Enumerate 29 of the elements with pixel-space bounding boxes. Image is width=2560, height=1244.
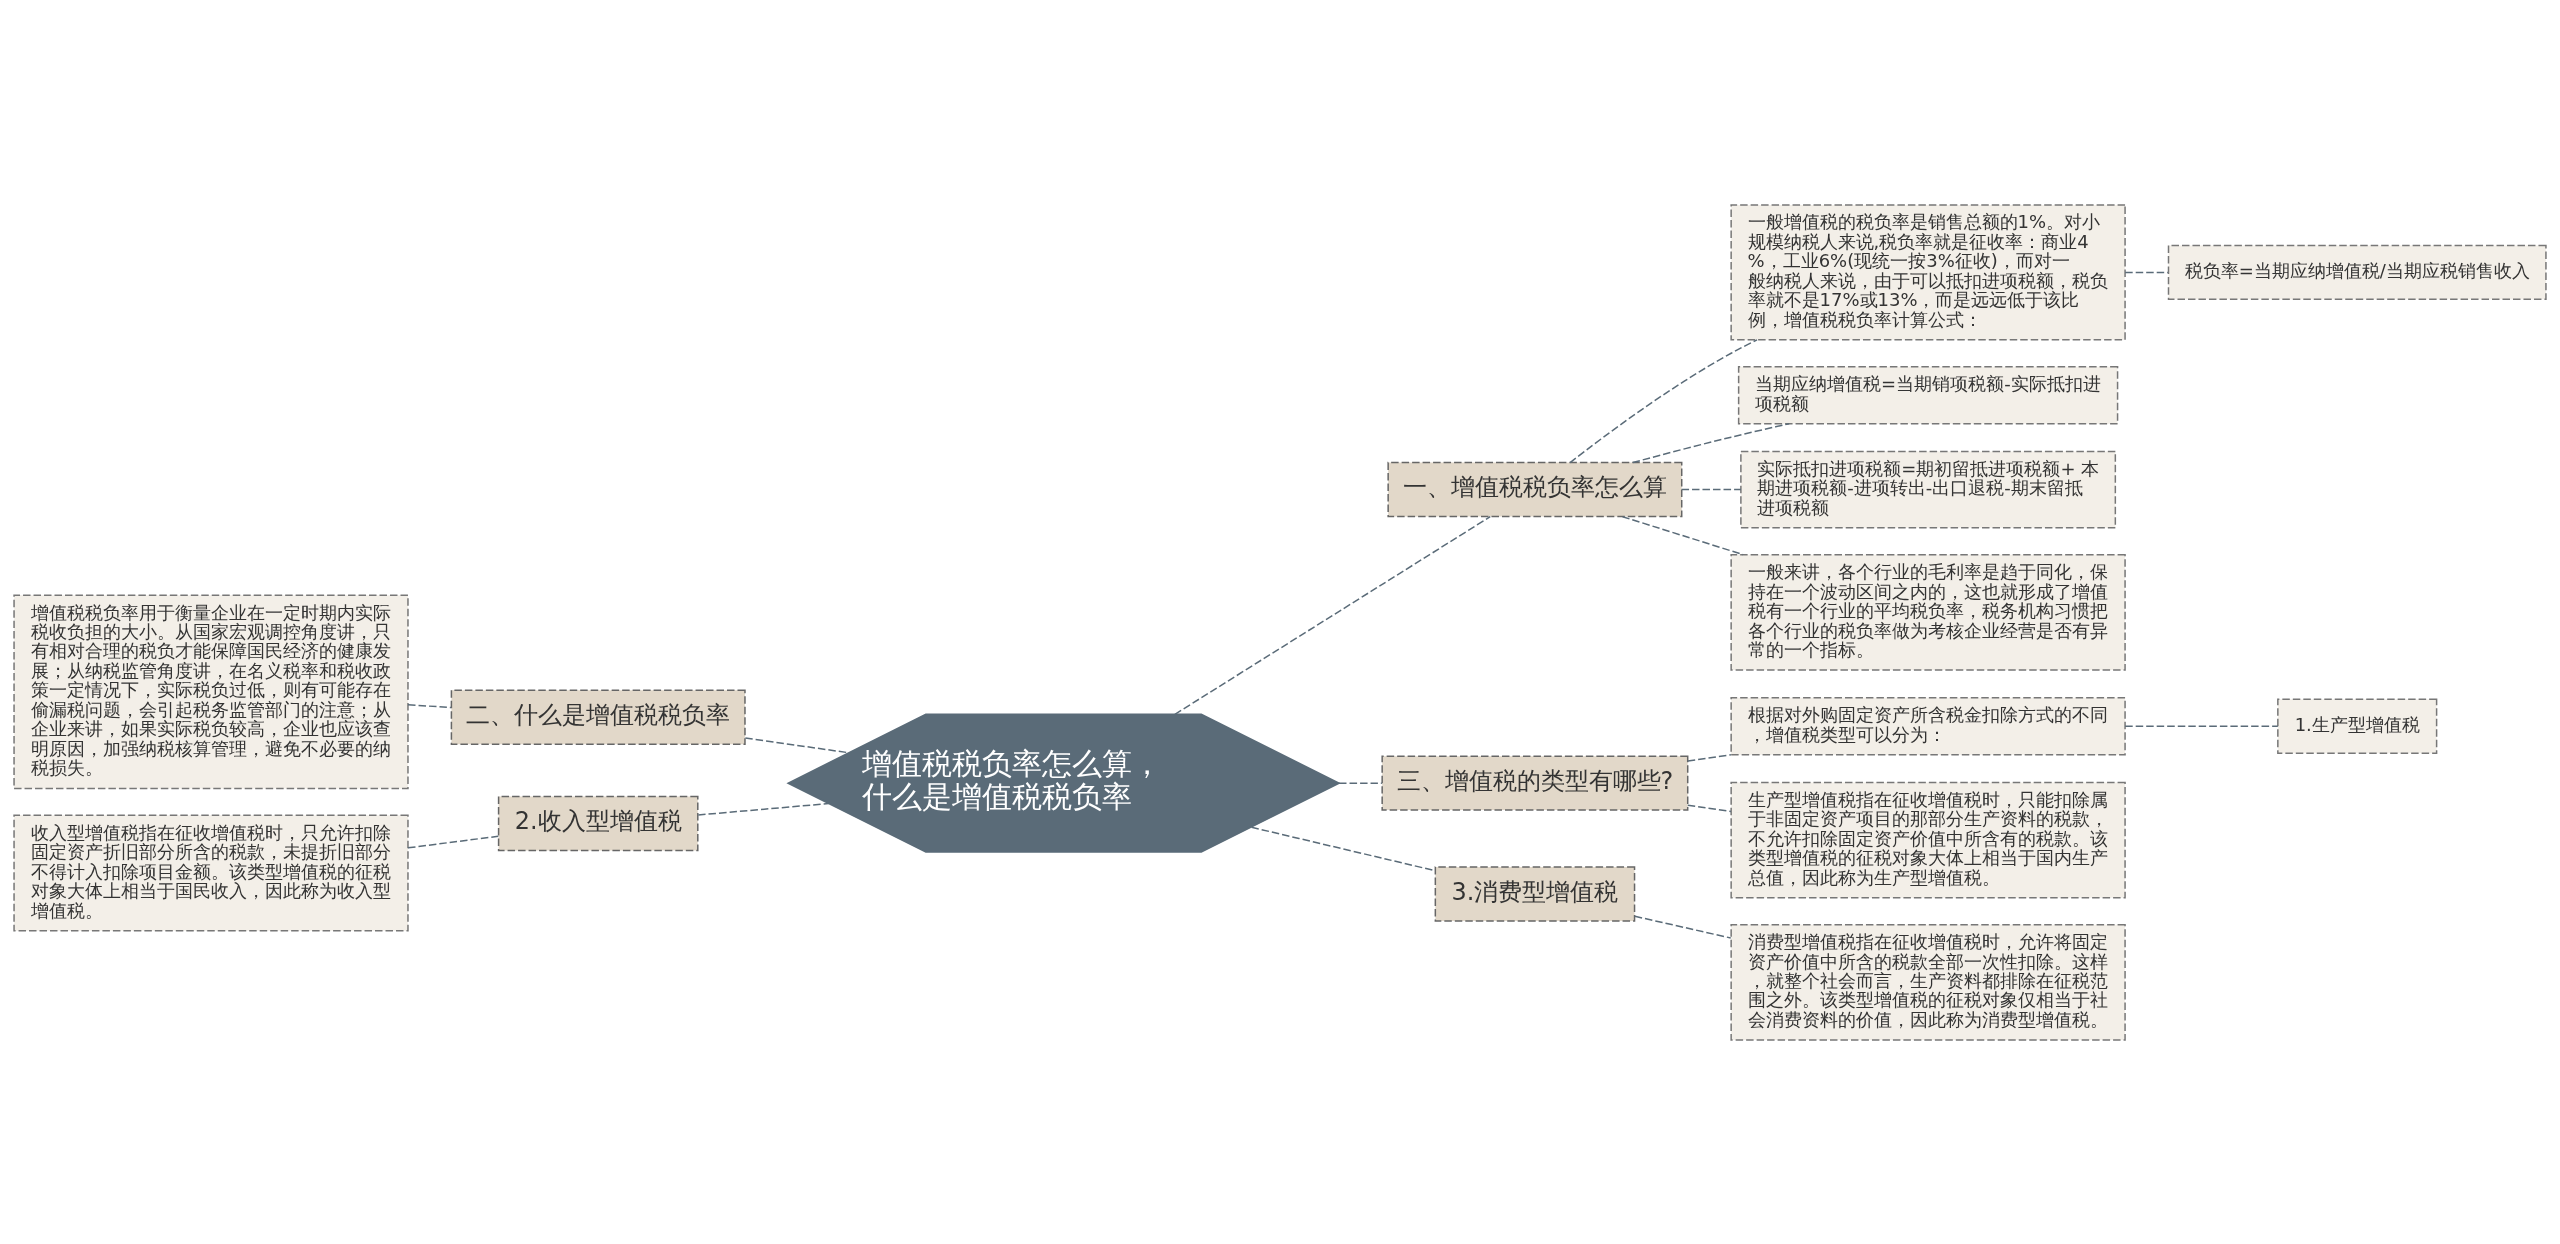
connector xyxy=(1634,915,1732,939)
node-box: 2.收入型增值税 xyxy=(497,795,699,851)
connector xyxy=(407,703,452,708)
node-box: 税负率=当期应纳增值税/当期应税销售收入 xyxy=(2167,244,2547,300)
node-box: 一般来讲，各个行业的毛利率是趋于同化，保持在一个波动区间之内的，这也就形成了增值税有一个行业的平均税负率，税务机构习惯把各个行业的税负率做为考核企业经营是否有异常的一个指标。 xyxy=(1730,553,2126,671)
connector xyxy=(2124,724,2279,727)
connector xyxy=(407,835,499,849)
node-box: 收入型增值税指在征收增值税时，只允许扣除固定资产折旧部分所含的税款，未提折旧部分不得计入扣除项目金额。该类型增值税的征税对象大体上相当于国民收入，因此称为收入型增值税。 xyxy=(13,814,409,931)
connector xyxy=(1687,753,1732,762)
connector xyxy=(1680,488,1742,490)
node-box: 1.生产型增值税 xyxy=(2277,698,2438,754)
node-box: 增值税税负率用于衡量企业在一定时期内实际税收负担的大小。从国家宏观调控角度讲，只有相对合理的税负才能保障国民经济的健康发展；从纳税监管角度讲，在名义税率和税收政策一定情况下，实际税负过低，则有可能存在偷漏税问题，会引起税务监管部门的注意；从企业来讲，如果实际税负较高，企业也应该查明原因，加强纳税核算管理，避免不必要的纳税损失。 xyxy=(13,593,409,789)
node-box: 当期应纳增值税=当期销项税额-实际抵扣进项税额 xyxy=(1737,365,2119,424)
connector xyxy=(697,802,830,816)
node-box: 生产型增值税指在征收增值税时，只能扣除属于非固定资产项目的那部分生产资料的税款，不允许扣除固定资产价值中所含有的税款。该类型增值税的征税对象大体上相当于国内生产总值，因此称为生产型增值税。 xyxy=(1730,781,2126,898)
connector xyxy=(1338,781,1383,784)
connector xyxy=(1174,515,1491,715)
node-box: 一、增值税税负率怎么算 xyxy=(1387,461,1683,517)
node-box: 根据对外购固定资产所含税金扣除方式的不同，增值税类型可以分为： xyxy=(1730,696,2126,755)
node-box: 3.消费型增值税 xyxy=(1434,865,1636,922)
node-box: 消费型增值税指在征收增值税时，允许将固定资产价值中所含的税款全部一次性扣除。这样，就整个社会而言，生产资料都排除在征税范围之外。该类型增值税的征税对象仅相当于社会消费资料的价值，因此称为消费型增值税。 xyxy=(1730,923,2126,1041)
connector xyxy=(1632,422,1790,463)
connector xyxy=(1687,804,1732,812)
connector xyxy=(1569,338,1758,463)
node-box: 三、增值税的类型有哪些? xyxy=(1381,754,1689,811)
node-box: 二、什么是增值税税负率 xyxy=(450,689,746,745)
node-box: 一般增值税的税负率是销售总额的1%。对小规模纳税人来说,税负率就是征收率：商业4%，工业6%(现统一按3%征收)，而对一般纳税人来说，由于可以抵扣进项税额，税负率就不是17%或13%，而是远远低于该比例，增值税税负率计算公式： xyxy=(1730,203,2126,341)
connector xyxy=(2124,271,2169,273)
node-box: 实际抵扣进项税额=期初留抵进项税额+ 本期进项税额-进项转出-出口退税-期末留抵进项税额 xyxy=(1740,450,2117,528)
